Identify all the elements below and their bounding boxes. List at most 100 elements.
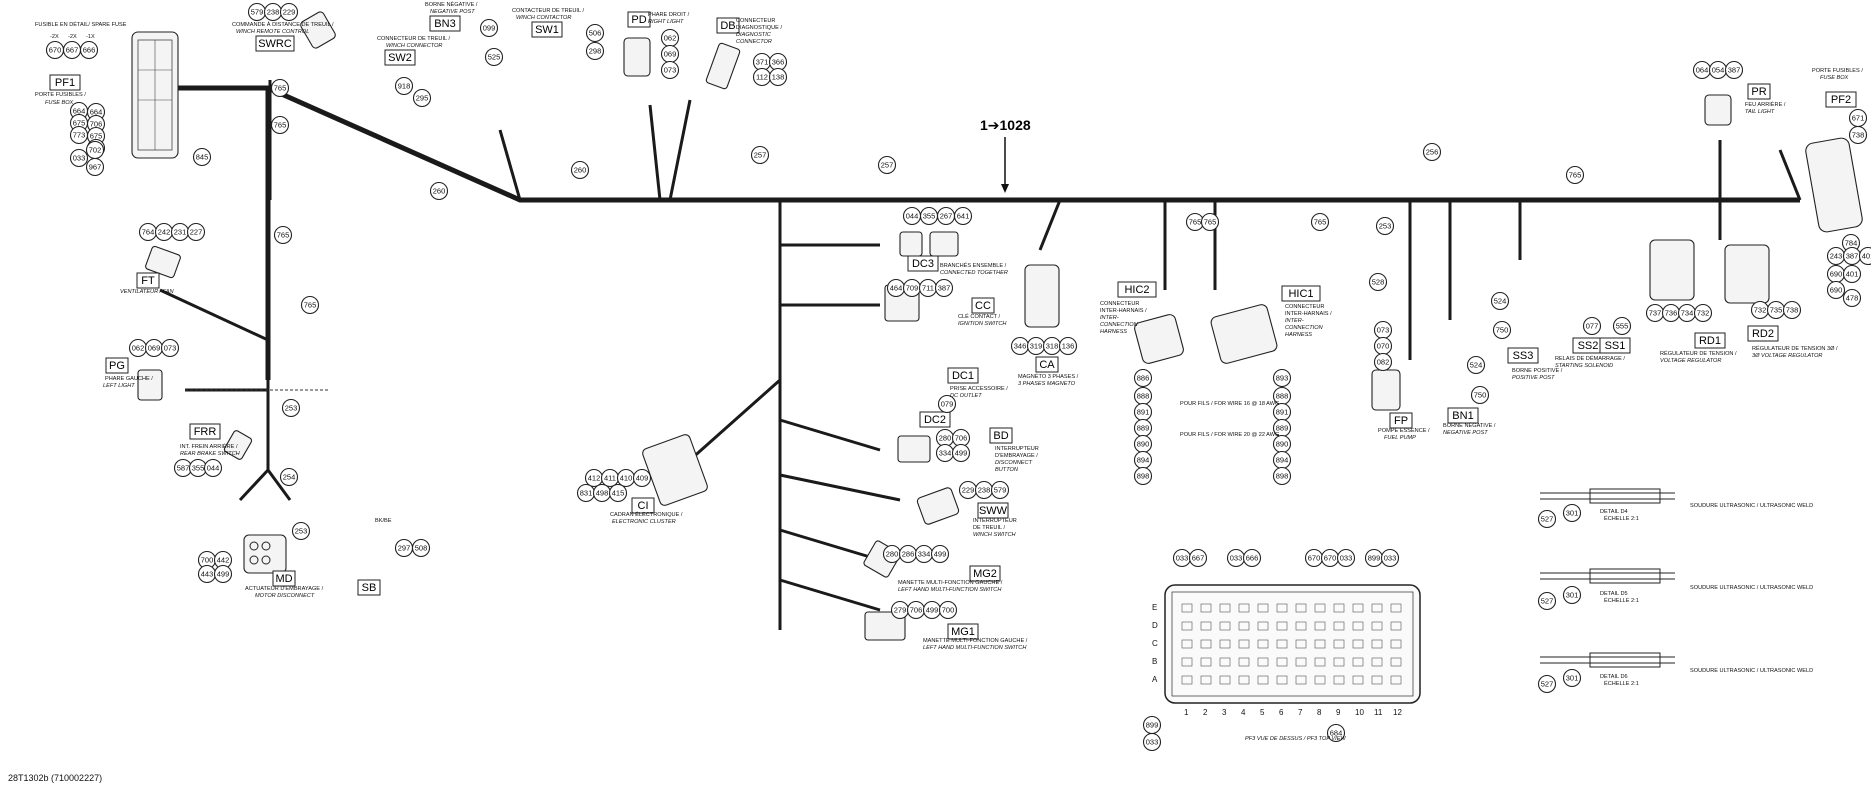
svg-text:297: 297 xyxy=(398,544,411,553)
reference-circle: 242 xyxy=(154,222,174,242)
svg-text:238: 238 xyxy=(267,8,280,17)
reference-circle: 555 xyxy=(1612,316,1632,336)
reference-circle: 750 xyxy=(1470,385,1490,405)
fp-label-en: FUEL PUMP xyxy=(1384,435,1416,441)
svg-text:073: 073 xyxy=(664,66,677,75)
tag-pd: PD xyxy=(627,11,651,28)
svg-text:231: 231 xyxy=(174,228,187,237)
reference-circle: 044 xyxy=(203,458,223,478)
segment-circle: 253 xyxy=(1375,216,1395,236)
reference-circle: 033 xyxy=(1226,548,1246,568)
pf3-col-label: 6 xyxy=(1279,708,1284,717)
ca-label: MAGNÉTO 3 PHASES / xyxy=(1018,373,1079,380)
reference-circle: 894 xyxy=(1272,450,1292,470)
svg-text:750: 750 xyxy=(1496,326,1509,335)
hic2-label: CONNECTEUR xyxy=(1100,301,1139,307)
reference-circle: 387 xyxy=(934,278,954,298)
reference-circle: 894 xyxy=(1133,450,1153,470)
detail-circle: 301 xyxy=(1562,668,1582,688)
svg-text:069: 069 xyxy=(664,50,677,59)
svg-text:227: 227 xyxy=(190,228,203,237)
svg-text:387: 387 xyxy=(1728,66,1741,75)
svg-text:DB: DB xyxy=(720,20,735,32)
right-light-connector xyxy=(623,37,651,77)
svg-text:279: 279 xyxy=(894,606,907,615)
reference-circle: 334 xyxy=(935,443,955,463)
reference-circle: 736 xyxy=(1661,303,1681,323)
svg-text:229: 229 xyxy=(962,486,975,495)
svg-text:666: 666 xyxy=(83,46,96,55)
detail-label: SOUDURE ULTRASONIC / ULTRASONIC WELD xyxy=(1690,668,1813,674)
mg2-label-en: LEFT HAND MULTI-FUNCTION SWITCH xyxy=(898,587,1002,593)
rd2-label: RÉGULATEUR DE TENSION 3Ø / xyxy=(1752,345,1838,352)
svg-text:899: 899 xyxy=(1146,721,1159,730)
reference-circle: 082 xyxy=(1373,352,1393,372)
reference-circle: 700 xyxy=(938,600,958,620)
reference-circle: 525 xyxy=(484,47,504,67)
tag-rd2: RD2 xyxy=(1747,325,1779,342)
svg-text:764: 764 xyxy=(142,228,155,237)
pf3-label: PF3 VUE DE DESSUS / PF3 TOP VIEW xyxy=(1245,736,1346,742)
svg-text:411: 411 xyxy=(604,474,616,483)
svg-text:886: 886 xyxy=(1137,374,1150,383)
hic1-label: CONNECTEUR xyxy=(1285,304,1324,310)
reference-circle: 279 xyxy=(890,600,910,620)
reference-circle: 891 xyxy=(1272,402,1292,422)
hic1-label: INTER-HARNAIS / xyxy=(1285,311,1332,317)
svg-text:SS3: SS3 xyxy=(1513,350,1534,362)
svg-text:PG: PG xyxy=(109,360,125,372)
sw1-label-en: WINCH CONTACTOR xyxy=(516,15,571,21)
reference-circle: 387 xyxy=(1724,60,1744,80)
svg-text:238: 238 xyxy=(978,486,991,495)
svg-text:062: 062 xyxy=(132,344,145,353)
svg-text:499: 499 xyxy=(217,570,230,579)
svg-text:301: 301 xyxy=(1566,674,1579,683)
detail-circle: 527 xyxy=(1537,591,1557,611)
pf3-col-label: 8 xyxy=(1317,708,1322,717)
spare-circle: 670 xyxy=(45,40,65,60)
pf2-label-fr: PORTE FUSIBLES / xyxy=(1812,68,1863,74)
tag-md: MD xyxy=(272,570,296,587)
ca-label-en: 3 PHASES MAGNETO xyxy=(1018,381,1076,387)
svg-text:845: 845 xyxy=(196,153,209,162)
reference-circle: 033 xyxy=(69,148,89,168)
tag-mg2: MG2 xyxy=(969,565,1001,582)
svg-text:366: 366 xyxy=(772,58,785,67)
reference-circle: 773 xyxy=(69,125,89,145)
cc-label: CLÉ CONTACT / xyxy=(958,313,1001,320)
tag-fp: FP xyxy=(1389,412,1413,429)
db-label: DIAGNOSTIQUE / xyxy=(736,25,782,31)
reference-circle: 738 xyxy=(1848,125,1868,145)
svg-text:765: 765 xyxy=(277,231,290,240)
svg-text:253: 253 xyxy=(285,404,298,413)
svg-text:PD: PD xyxy=(631,14,646,26)
reference-circle: 033 xyxy=(1172,548,1192,568)
svg-text:666: 666 xyxy=(1246,554,1259,563)
svg-text:478: 478 xyxy=(1846,294,1859,303)
diagnostic-connector xyxy=(705,42,741,90)
rd1-connector xyxy=(1649,239,1695,301)
reference-circle: 227 xyxy=(186,222,206,242)
reference-circle: 899 xyxy=(1364,548,1384,568)
dc-label: PRISE ACCESSOIRE / xyxy=(950,386,1008,392)
tag-dc1: DC1 xyxy=(947,367,979,384)
pf3-fuse-box-top-view xyxy=(1164,584,1421,704)
md-label-fr: ACTUATEUR D'EMBRAYAGE / xyxy=(245,586,324,592)
reference-circle: 318 xyxy=(1042,336,1062,356)
svg-text:732: 732 xyxy=(1697,309,1710,318)
reference-circle: 890 xyxy=(1133,434,1153,454)
pf3-row-label: E xyxy=(1152,603,1157,612)
svg-text:PR: PR xyxy=(1751,86,1766,98)
tag-hic2: HIC2 xyxy=(1117,281,1157,298)
fuse-box-pf2-connector xyxy=(1805,137,1863,233)
reference-circle: 286 xyxy=(898,544,918,564)
svg-text:260: 260 xyxy=(574,166,587,175)
segment-circle: 528 xyxy=(1368,272,1388,292)
svg-text:MD: MD xyxy=(275,573,292,585)
svg-text:387: 387 xyxy=(1846,252,1859,261)
svg-text:664: 664 xyxy=(73,107,86,116)
svg-text:CA: CA xyxy=(1039,359,1055,371)
ss3-label-en: POSITIVE POST xyxy=(1512,375,1555,381)
reference-circle: 099 xyxy=(479,18,499,38)
detail-circle: 527 xyxy=(1537,674,1557,694)
